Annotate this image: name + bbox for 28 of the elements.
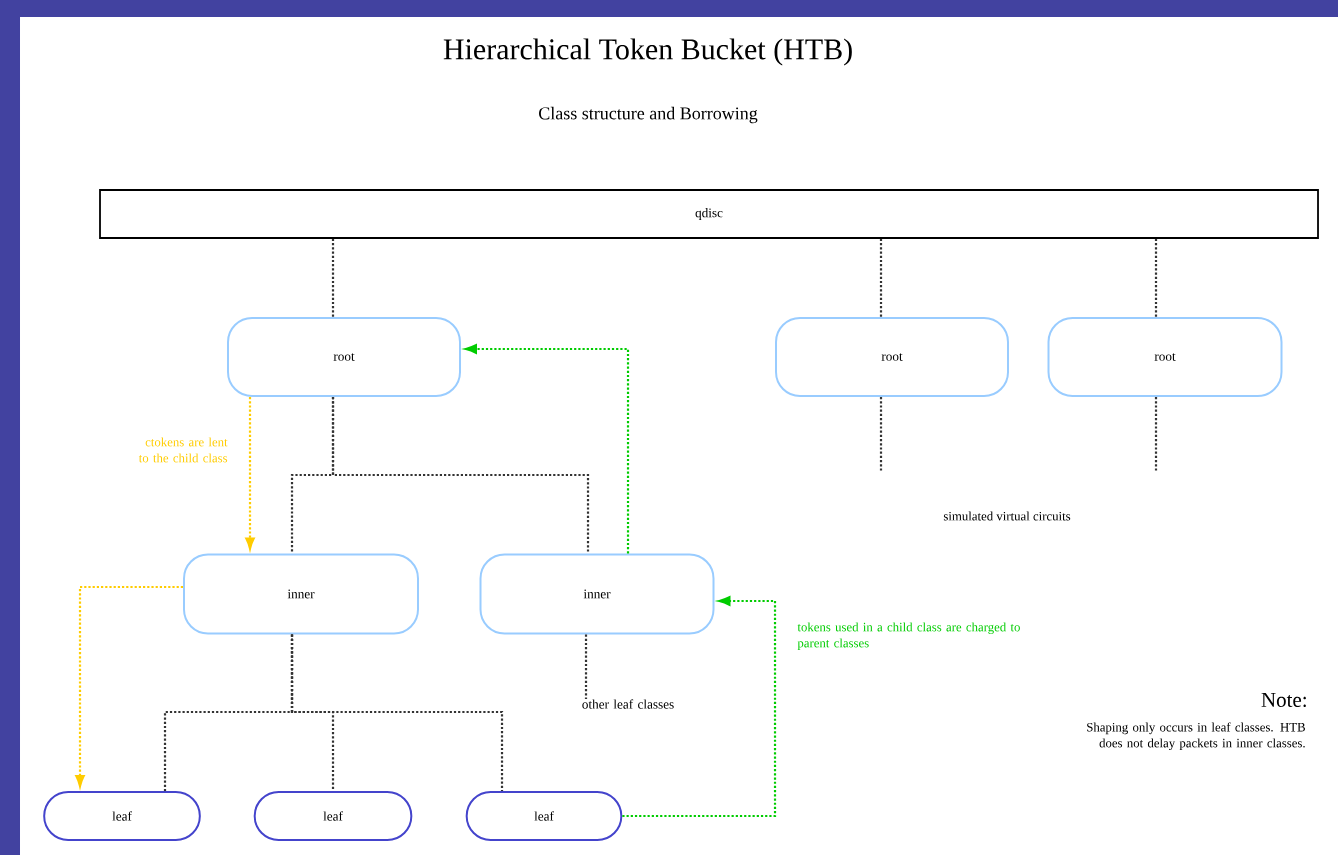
arrow bbox=[75, 585, 183, 788]
class-box: root bbox=[775, 317, 1009, 397]
node-text: other leaf classes bbox=[582, 699, 674, 709]
connector-line bbox=[879, 238, 883, 317]
note-text: simulated virtual circuits bbox=[943, 511, 1071, 521]
connector-line bbox=[331, 397, 590, 554]
edge-label: tokens used in a child class are charged to parent classes bbox=[797, 622, 1020, 650]
class-box: root bbox=[1047, 317, 1283, 397]
connector-line bbox=[290, 634, 504, 791]
class-box: inner bbox=[479, 553, 715, 635]
arrow bbox=[622, 596, 777, 818]
connector-line bbox=[584, 634, 588, 699]
class-box: inner bbox=[183, 553, 419, 635]
note-heading: Note: bbox=[1261, 693, 1306, 707]
leaf-box: leaf bbox=[465, 791, 623, 841]
subtitle: Class structure and Borrowing bbox=[539, 106, 758, 124]
edge-label: ctokens are lent to the child class bbox=[138, 437, 228, 463]
title: Hierarchical Token Bucket (HTB) bbox=[443, 38, 852, 66]
leaf-box: leaf bbox=[253, 791, 413, 841]
connector-line bbox=[1154, 397, 1158, 472]
note-text: Shaping only occurs in leaf classes. HTB does not delay packets in inner classes. bbox=[1087, 722, 1305, 751]
arrow bbox=[464, 344, 630, 554]
qdisc-box: qdisc bbox=[99, 189, 1319, 239]
leaf-box: leaf bbox=[43, 791, 201, 841]
connector-line bbox=[1154, 238, 1158, 317]
class-box: root bbox=[227, 317, 461, 397]
connector-line bbox=[331, 238, 335, 317]
connector-line bbox=[879, 397, 883, 472]
